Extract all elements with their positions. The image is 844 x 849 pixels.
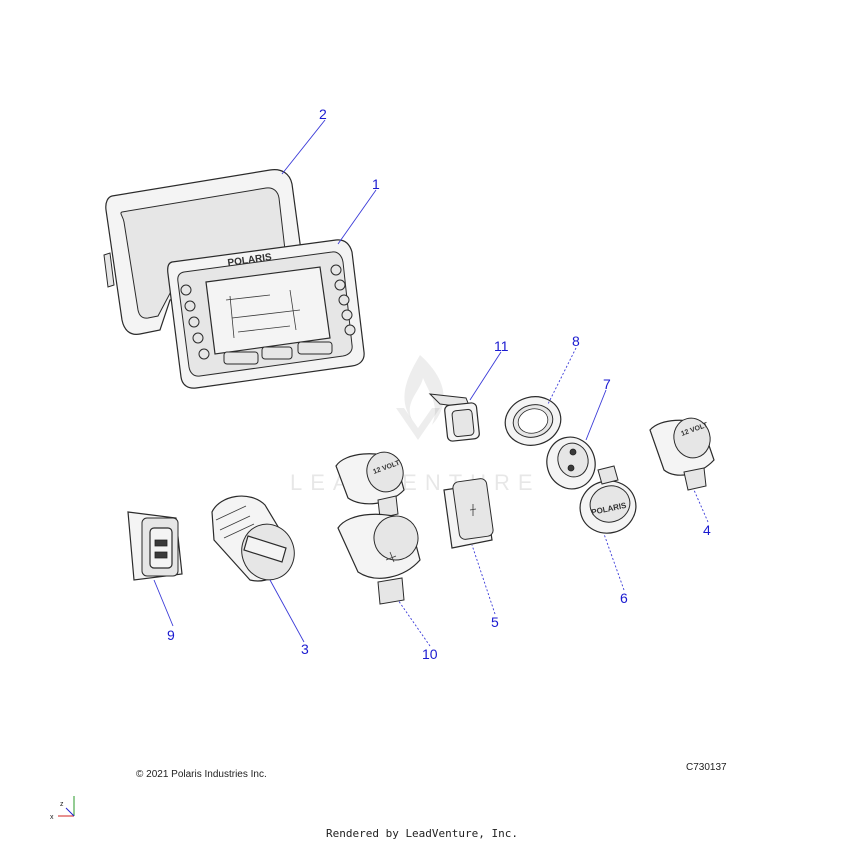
part-6-polaris-cap[interactable]: POLARIS bbox=[574, 465, 642, 539]
rendered-by-text: Rendered by LeadVenture, Inc. bbox=[325, 827, 519, 840]
leader-lines bbox=[153, 119, 709, 647]
part-3-rotary-knob[interactable] bbox=[211, 495, 302, 587]
part-7-socket-insert[interactable] bbox=[541, 432, 601, 495]
copyright-text: © 2021 Polaris Industries Inc. bbox=[136, 769, 267, 780]
axis-triad: z x bbox=[50, 796, 75, 821]
watermark-text: LEADVENTURE bbox=[290, 470, 541, 495]
callout-6[interactable]: 6 bbox=[620, 590, 628, 606]
part-4-12v-socket[interactable]: 12 VOLT bbox=[649, 414, 715, 491]
callout-10[interactable]: 10 bbox=[422, 646, 438, 662]
callouts: 2 1 11 8 7 4 5 6 9 3 10 bbox=[167, 106, 711, 662]
callout-11[interactable]: 11 bbox=[494, 338, 509, 354]
callout-8[interactable]: 8 bbox=[572, 333, 580, 349]
diagram-code: C730137 bbox=[686, 762, 727, 773]
part-1-display[interactable]: POLARIS bbox=[167, 239, 365, 389]
part-11-rocker-switch[interactable] bbox=[428, 393, 480, 442]
part-2-bezel[interactable] bbox=[103, 169, 303, 335]
watermark-logo: LEADVENTURE bbox=[290, 355, 541, 495]
part-5-rocker-switch[interactable] bbox=[443, 478, 494, 549]
part-8-mounting-ring[interactable] bbox=[500, 391, 567, 452]
callout-5[interactable]: 5 bbox=[491, 614, 499, 630]
part-12v-socket-upper[interactable]: 12 VOLT bbox=[335, 448, 408, 519]
callout-9[interactable]: 9 bbox=[167, 627, 175, 643]
axis-z-label: z bbox=[60, 801, 64, 808]
callout-2[interactable]: 2 bbox=[319, 106, 327, 122]
axis-x-label: x bbox=[50, 814, 54, 821]
callout-4[interactable]: 4 bbox=[703, 522, 711, 538]
part-10-usb-socket[interactable] bbox=[337, 511, 423, 605]
callout-7[interactable]: 7 bbox=[603, 376, 611, 392]
callout-1[interactable]: 1 bbox=[372, 176, 380, 192]
part-9-rocker-switch[interactable] bbox=[127, 511, 183, 581]
callout-3[interactable]: 3 bbox=[301, 641, 309, 657]
